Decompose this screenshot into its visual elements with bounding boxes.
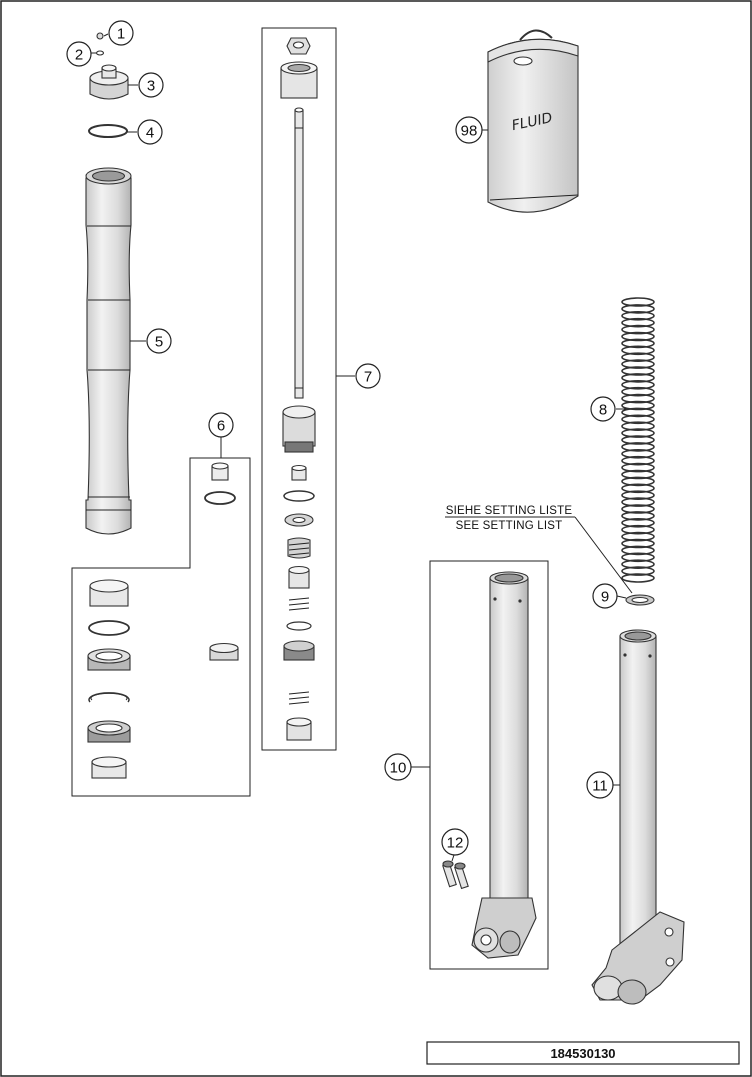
spring-coil <box>621 428 655 438</box>
spring-coil <box>621 531 655 542</box>
spring-coil <box>621 345 655 356</box>
inner-tube-right <box>591 629 685 1005</box>
note-line-2: SEE SETTING LIST <box>456 520 563 532</box>
kit-6-parts <box>87 462 239 779</box>
spring-coil <box>621 297 655 307</box>
spring-coil <box>621 331 655 342</box>
spring-coil <box>621 414 655 425</box>
callout-7: 7 <box>336 363 381 389</box>
spring-coil <box>621 366 655 376</box>
callout-1: 1 <box>103 20 134 46</box>
callout-9: 9 <box>592 583 627 609</box>
callout-5: 5 <box>130 328 172 354</box>
spring-coil <box>621 407 655 418</box>
spring <box>621 297 655 583</box>
spring-coil <box>621 352 655 363</box>
spring-coil <box>621 359 655 369</box>
callout-6: 6 <box>208 412 234 458</box>
spring-coil <box>621 462 655 473</box>
part-o-ring <box>88 124 128 138</box>
callout-4-label: 4 <box>146 125 154 142</box>
part-axle-screws <box>442 860 469 890</box>
spring-coil <box>621 324 655 335</box>
callout-11: 11 <box>586 771 620 799</box>
note-line-1: SIEHE SETTING LISTE <box>446 505 573 517</box>
cartridge-7-parts <box>280 37 318 741</box>
spring-coil <box>621 559 655 570</box>
spring-coil <box>621 538 655 549</box>
spring-coil <box>621 379 655 390</box>
part-screw-cap <box>89 64 129 100</box>
spring-coil <box>621 442 655 452</box>
spring-coil <box>621 517 655 528</box>
spring-coil <box>621 469 655 480</box>
callout-12: 12 <box>441 828 469 862</box>
callout-6-label: 6 <box>217 418 225 435</box>
drawing-number-box: 184530130 <box>426 1041 740 1065</box>
callout-4: 4 <box>127 119 163 145</box>
callout-10-label: 10 <box>390 760 407 777</box>
spring-coil <box>621 386 655 397</box>
fluid-can: FLUID <box>487 29 579 213</box>
spring-coil <box>621 455 655 466</box>
spring-coil <box>621 373 655 383</box>
spring-coil <box>621 421 655 432</box>
spring-coil <box>621 400 655 411</box>
spring-coil <box>621 573 655 583</box>
spring-coil <box>621 490 655 501</box>
inner-tube-left <box>471 571 537 959</box>
setting-note: SIEHE SETTING LISTE SEE SETTING LIST <box>445 505 633 594</box>
callout-7-label: 7 <box>364 369 372 386</box>
callout-1-label: 1 <box>117 26 125 43</box>
callout-8-label: 8 <box>599 402 607 419</box>
spring-coil <box>621 448 655 459</box>
spring-coil <box>621 497 655 507</box>
callout-3: 3 <box>128 72 164 98</box>
drawing-number: 184530130 <box>550 1046 615 1061</box>
part-o-ring-small <box>95 50 105 56</box>
spring-coil <box>621 476 655 487</box>
spring-coil <box>621 504 655 514</box>
callout-98: 98 <box>455 116 488 144</box>
spring-coil <box>621 483 655 494</box>
spring-coil <box>621 511 655 521</box>
spring-coil <box>621 393 655 404</box>
callout-12-label: 12 <box>447 835 464 852</box>
callout-3-label: 3 <box>147 78 155 95</box>
kit-10-frame <box>429 560 549 970</box>
spring-coil <box>621 435 655 445</box>
callout-11-label: 11 <box>592 778 608 795</box>
spring-coil <box>621 566 655 576</box>
part-outer-tube <box>85 167 132 535</box>
callout-5-label: 5 <box>155 334 163 351</box>
callout-98-label: 98 <box>461 123 478 140</box>
kit-6-frame <box>71 457 251 797</box>
spring-coil <box>621 545 655 556</box>
callout-8: 8 <box>590 396 626 422</box>
spring-coil <box>621 552 655 563</box>
spring-coil <box>621 304 655 314</box>
spring-coil <box>621 524 655 535</box>
callout-2: 2 <box>66 41 96 67</box>
callout-9-label: 9 <box>601 589 609 606</box>
spring-coil <box>621 338 655 349</box>
part-screw <box>96 32 104 40</box>
callout-2-label: 2 <box>75 47 83 64</box>
spring-coil <box>621 310 655 321</box>
callout-10: 10 <box>384 753 430 781</box>
part-spring-washer <box>625 594 655 606</box>
spring-coil <box>621 317 655 328</box>
cartridge-7-frame <box>261 27 337 751</box>
